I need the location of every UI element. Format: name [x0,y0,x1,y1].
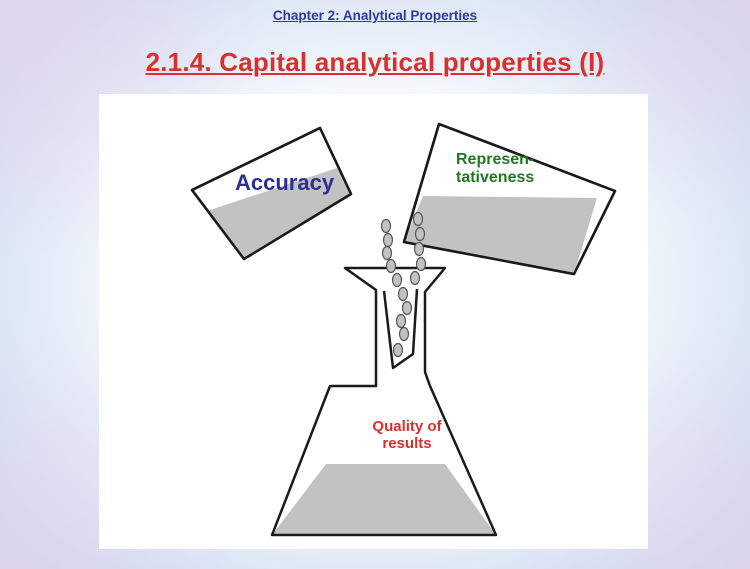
representativeness-label: Represen- tativeness [456,151,534,188]
right-beaker [402,122,617,276]
quality-label-line1: Quality of [372,418,442,435]
representativeness-label-line2: tativeness [456,169,535,187]
quality-of-results-label: Quality of results [357,418,457,453]
diagram-panel: Accuracy Represen- tativeness Quality of… [99,94,648,549]
representativeness-label-line1: Represen- [456,151,535,168]
funnel-flask-diagram [190,122,617,537]
quality-label-line2: results [382,435,432,453]
accuracy-label: Accuracy [235,170,335,195]
left-beaker [190,126,353,261]
falling-drops [380,211,427,358]
funnel-flask [270,266,498,537]
slide-title: 2.1.4. Capital analytical properties (I) [145,47,605,77]
chapter-heading: Chapter 2: Analytical Properties [272,8,478,23]
